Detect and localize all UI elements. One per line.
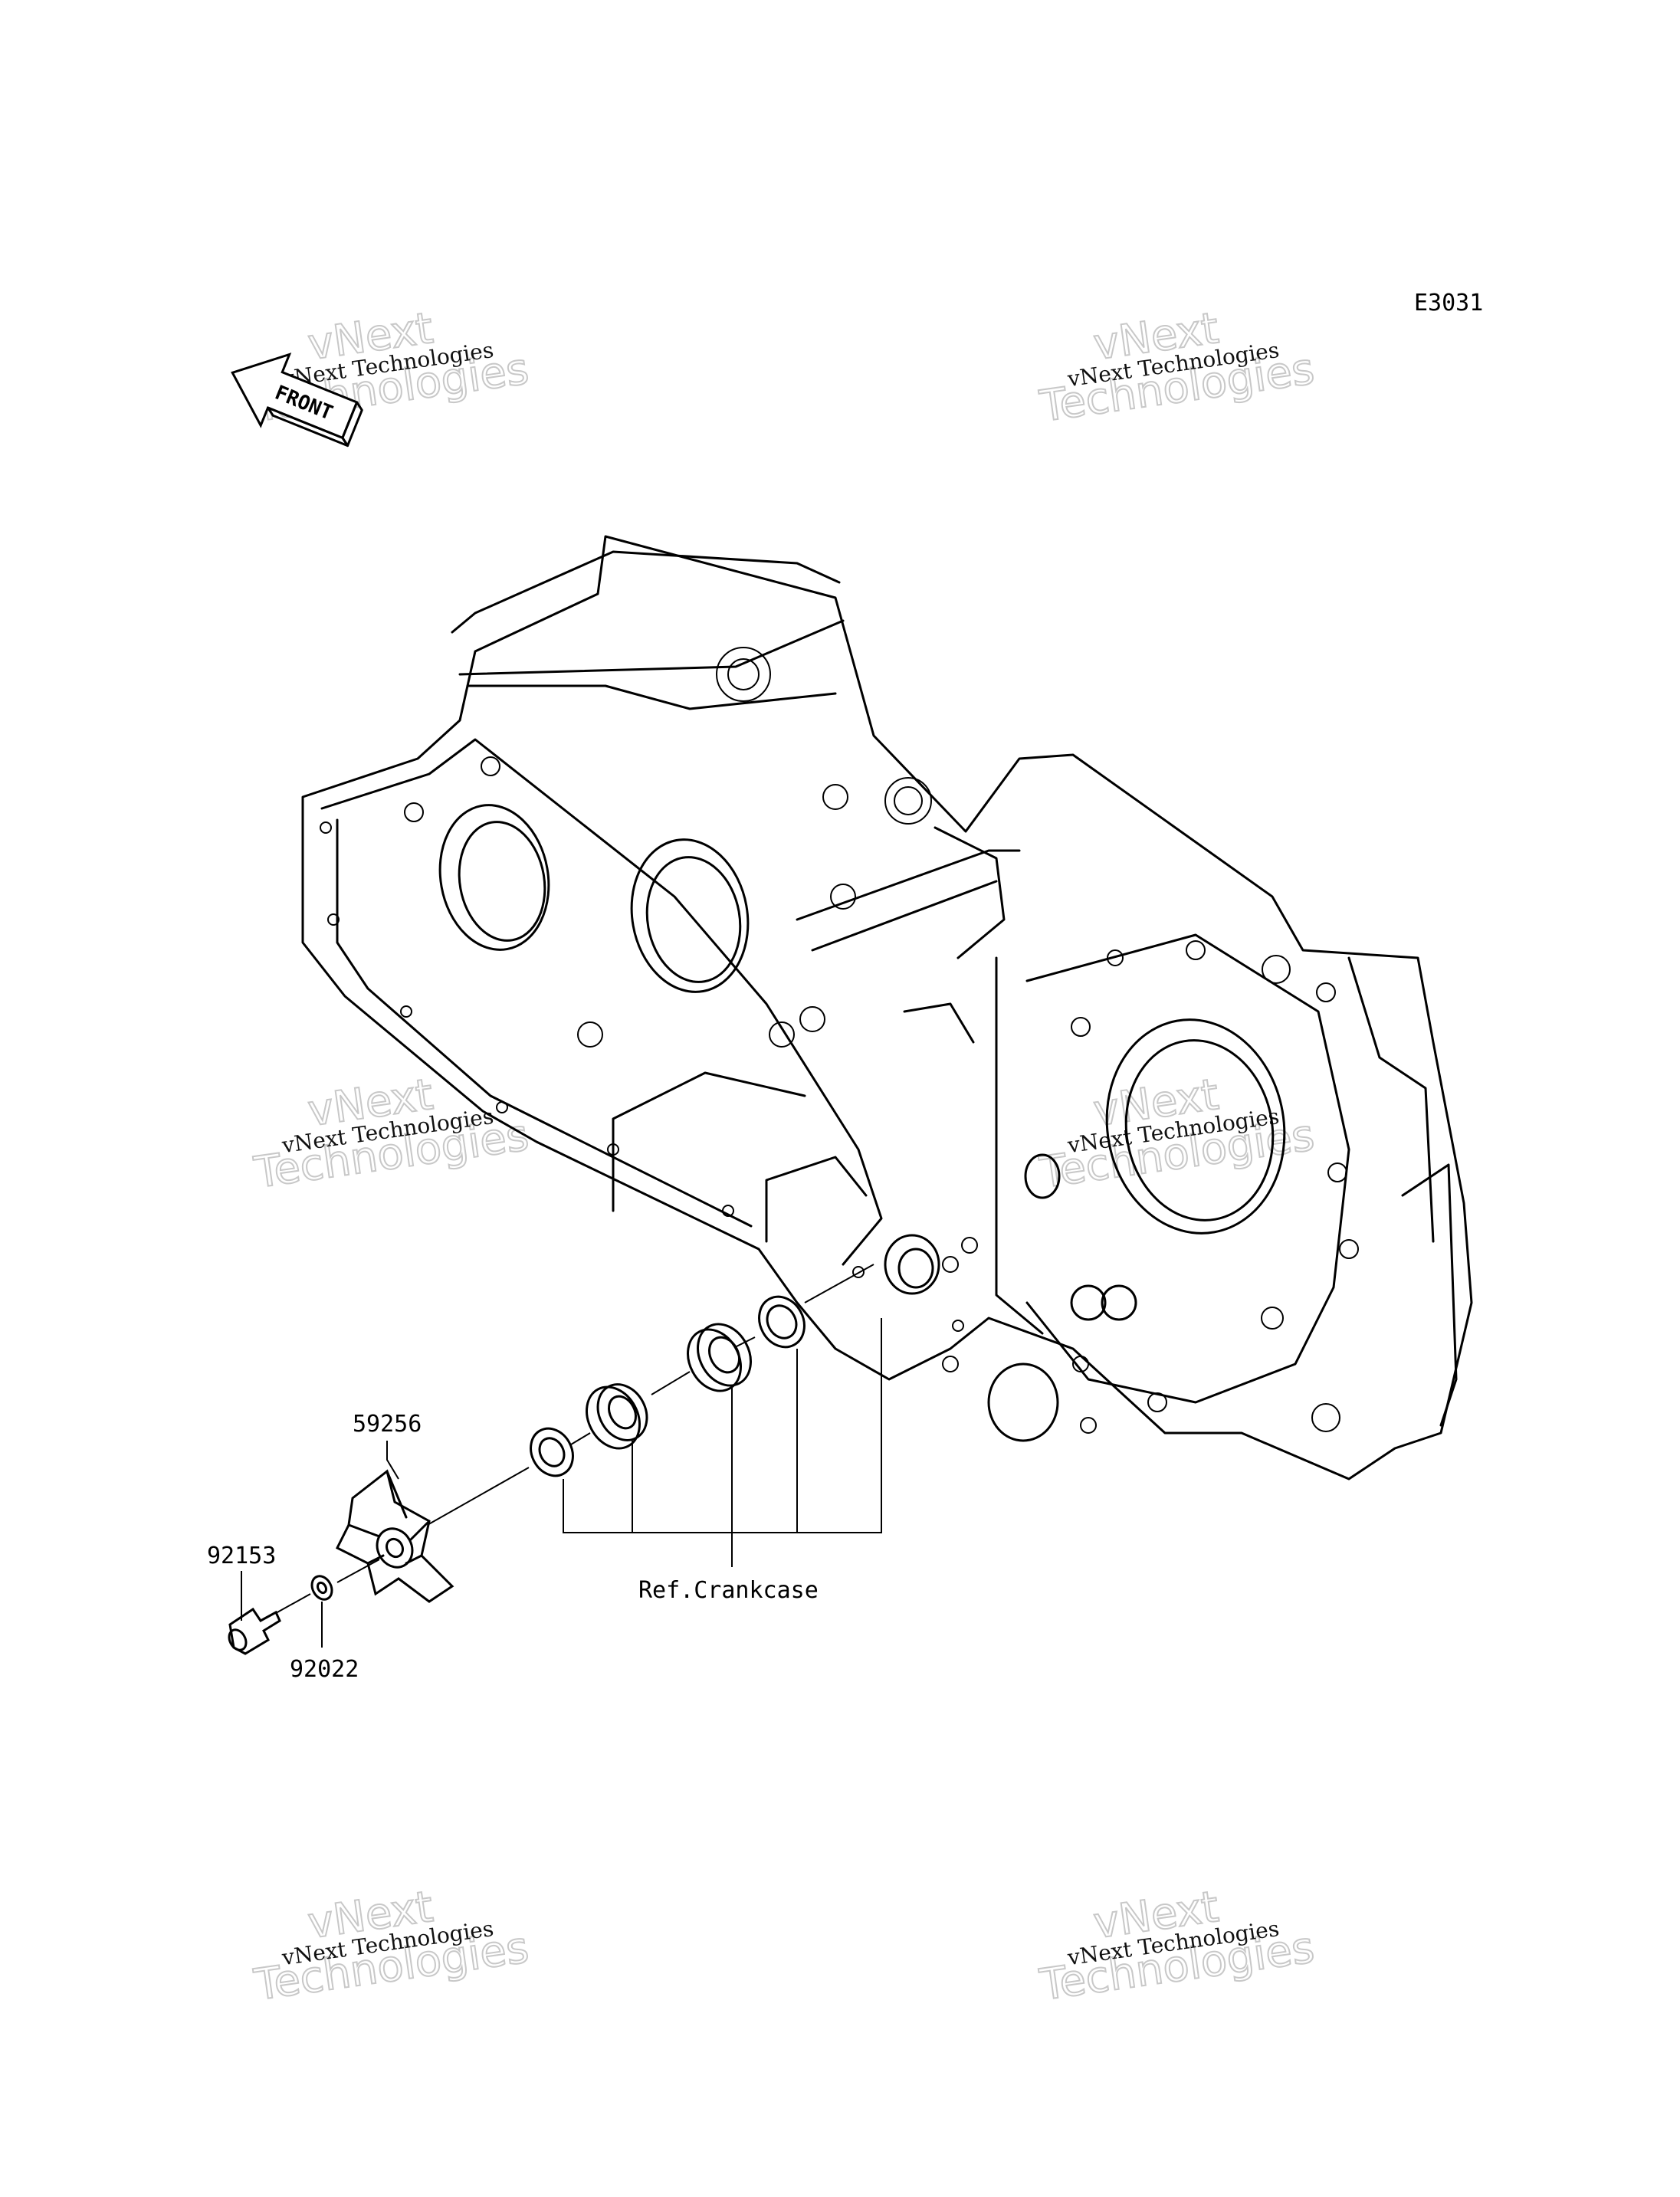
crankcase xyxy=(301,535,1473,1481)
leader-crankcase xyxy=(804,1264,874,1303)
oil-seal-part xyxy=(758,1295,806,1349)
mechanical-seal-part xyxy=(586,1383,648,1450)
ball-bearing-part xyxy=(687,1323,752,1392)
part-number-92153: 92153 xyxy=(207,1543,276,1569)
ref-crankcase-label: Ref.Crankcase xyxy=(638,1577,819,1604)
leader-lines xyxy=(241,1318,882,1648)
impeller-part xyxy=(335,1469,454,1603)
watermark-bottom-left: vNext Technologies vNext Technologies xyxy=(250,1881,532,2012)
front-arrow-icon: FRONT xyxy=(231,353,363,448)
diagram-code: E3031 xyxy=(1414,290,1483,316)
watermark-top-right: vNext Technologies vNext Technologies xyxy=(1035,303,1317,433)
bolt-part xyxy=(228,1607,281,1655)
washer-part xyxy=(310,1575,333,1601)
part-number-92022: 92022 xyxy=(290,1656,359,1683)
small-seal-part xyxy=(530,1427,574,1477)
watermark-mid-right: vNext Technologies vNext Technologies xyxy=(1035,1069,1317,1199)
watermark-bottom-right: vNext Technologies vNext Technologies xyxy=(1035,1881,1317,2012)
part-number-59256: 59256 xyxy=(353,1411,422,1438)
watermark-mid-left: vNext Technologies vNext Technologies xyxy=(250,1069,532,1199)
